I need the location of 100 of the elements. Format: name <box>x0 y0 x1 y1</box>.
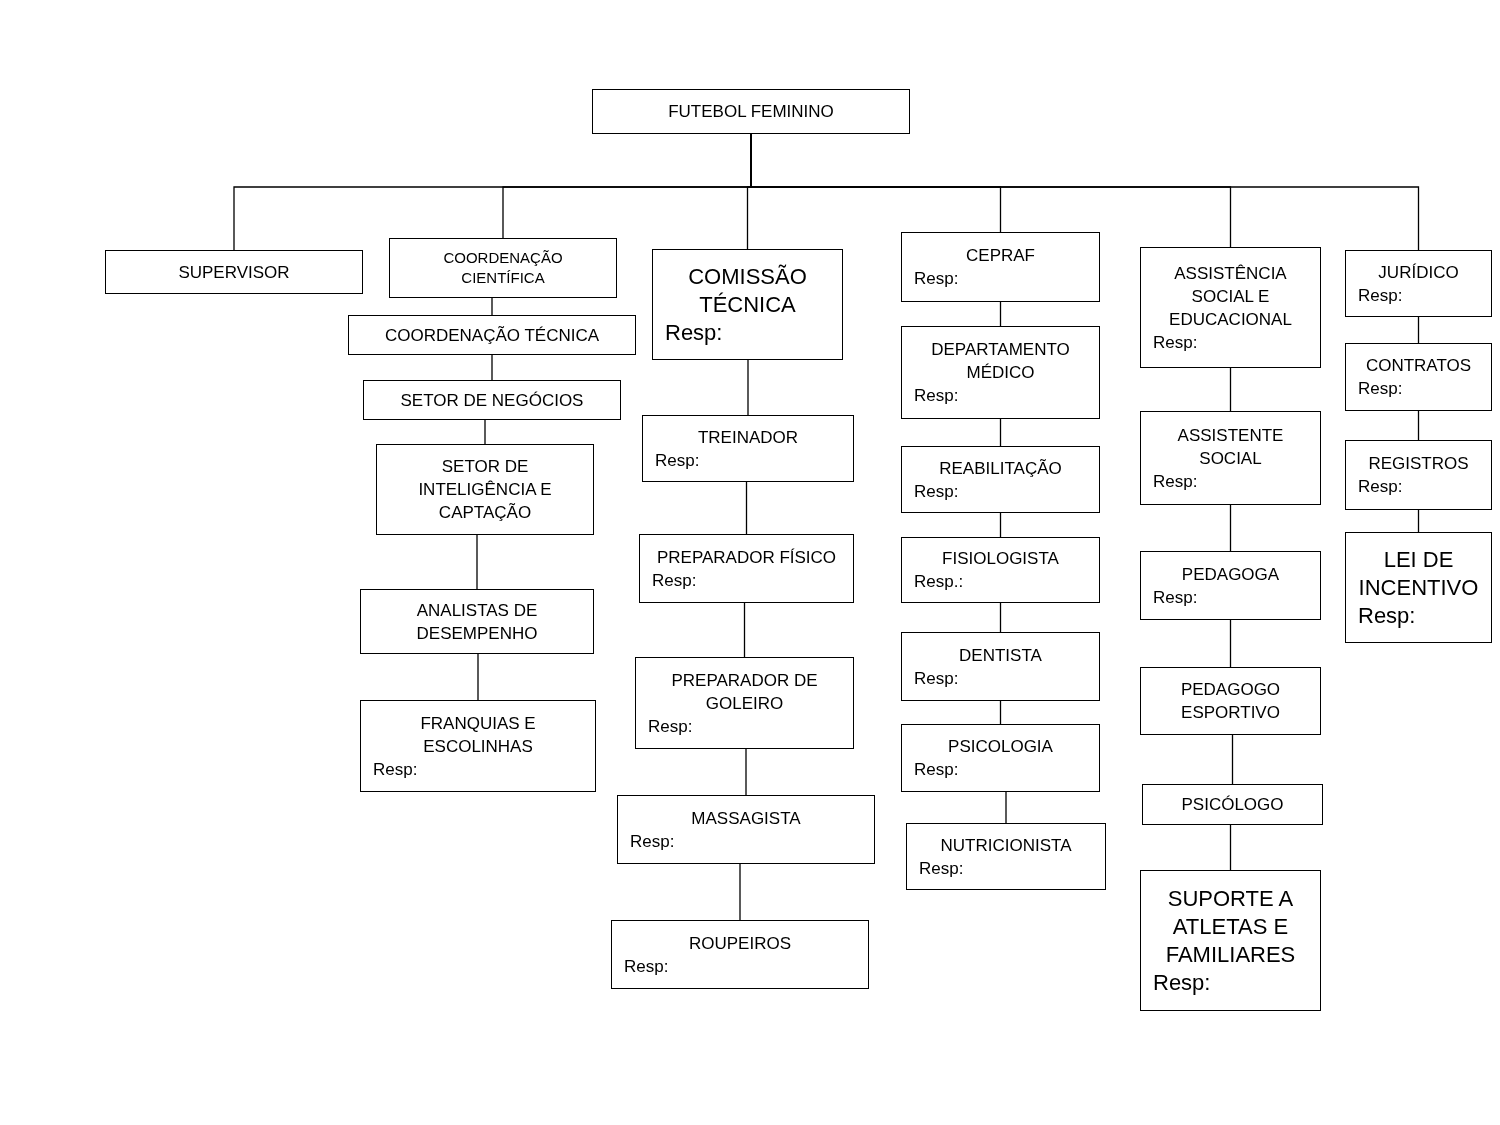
responsible-label: Resp: <box>624 955 670 978</box>
role-title: SETOR DE INTELIGÊNCIA E CAPTAÇÃO <box>417 456 553 524</box>
connector-line <box>1005 791 1007 824</box>
role-title: REABILITAÇÃO <box>938 457 1063 480</box>
org-box <box>901 537 1100 603</box>
connector-line <box>745 748 747 796</box>
role-title: SUPORTE A ATLETAS E FAMILIARES <box>1164 884 1297 969</box>
responsible-label: Resp: <box>665 318 724 347</box>
org-box <box>1140 411 1321 505</box>
connector-line <box>1417 509 1420 533</box>
org-box <box>348 315 636 355</box>
connector-line <box>999 301 1002 327</box>
connector-line <box>739 863 741 921</box>
responsible-label: Resp: <box>373 758 419 781</box>
connector-line <box>1229 504 1232 552</box>
org-box <box>1142 784 1323 825</box>
org-box <box>617 795 875 864</box>
org-box <box>1345 250 1492 317</box>
role-title: TREINADOR <box>696 426 800 449</box>
connector-line <box>999 418 1002 447</box>
connector-line <box>1231 734 1234 785</box>
connector-line <box>484 419 486 445</box>
role-title: ASSISTENTE SOCIAL <box>1176 424 1285 470</box>
role-title: DENTISTA <box>958 644 1043 667</box>
role-title: MASSAGISTA <box>690 807 802 830</box>
role-title: LEI DE INCENTIVO <box>1358 545 1479 602</box>
org-box <box>592 89 910 134</box>
role-title: REGISTROS <box>1367 453 1470 475</box>
connector-line <box>999 512 1002 538</box>
org-box <box>1140 551 1321 620</box>
role-title: SETOR DE NEGÓCIOS <box>399 389 585 412</box>
responsible-label: Resp.: <box>914 571 965 593</box>
responsible-label: Resp: <box>652 569 698 592</box>
org-box <box>1345 532 1492 643</box>
org-box <box>1345 440 1492 510</box>
responsible-label: Resp: <box>1358 476 1404 498</box>
role-title: ANALISTAS DE DESEMPENHO <box>415 599 539 645</box>
responsible-label: Resp: <box>655 449 701 472</box>
role-title: PSICÓLOGO <box>1180 794 1285 816</box>
role-title: ROUPEIROS <box>688 932 792 955</box>
org-box <box>1345 343 1492 411</box>
responsible-label: Resp: <box>919 857 965 880</box>
role-title: PREPARADOR FÍSICO <box>655 546 838 569</box>
org-box <box>1140 247 1321 368</box>
responsible-label: Resp: <box>1153 331 1199 354</box>
role-title: PEDAGOGA <box>1180 563 1281 586</box>
org-box <box>906 823 1106 890</box>
responsible-label: Resp: <box>914 480 960 503</box>
connector-line <box>1229 619 1232 668</box>
org-box <box>635 657 854 749</box>
org-box <box>901 724 1100 792</box>
connector-line <box>476 534 478 590</box>
org-box <box>1140 667 1321 735</box>
role-title: FUTEBOL FEMININO <box>667 101 835 123</box>
connector-line <box>1229 367 1232 412</box>
connector-line <box>999 700 1002 725</box>
connector-line <box>745 481 748 535</box>
connector-line <box>491 354 493 381</box>
role-title: COORDENAÇÃO TÉCNICA <box>383 324 601 347</box>
org-box <box>611 920 869 989</box>
connector-line <box>999 602 1002 633</box>
role-title: SUPERVISOR <box>177 261 291 284</box>
connector-line <box>743 602 746 658</box>
role-title: COMISSÃO TÉCNICA <box>687 262 808 319</box>
responsible-label: Resp: <box>648 715 694 738</box>
role-title: FISIOLOGISTA <box>941 548 1060 570</box>
org-box <box>360 589 594 654</box>
connector-line <box>1417 410 1420 441</box>
org-box <box>376 444 594 535</box>
connector-line <box>477 653 479 701</box>
org-box <box>389 238 617 298</box>
connector-line <box>1229 824 1232 871</box>
responsible-label: Resp: <box>1358 284 1404 307</box>
responsible-label: Resp: <box>1358 378 1404 400</box>
org-box <box>901 632 1100 701</box>
role-title: FRANQUIAS E ESCOLINHAS <box>419 712 537 758</box>
responsible-label: Resp: <box>914 268 960 290</box>
role-title: PEDAGOGO ESPORTIVO <box>1179 679 1282 724</box>
org-box <box>360 700 596 792</box>
role-title: NUTRICIONISTA <box>939 834 1073 857</box>
org-box <box>363 380 621 420</box>
responsible-label: Resp: <box>914 667 960 690</box>
role-title: ASSISTÊNCIA SOCIAL E EDUCACIONAL <box>1168 262 1293 331</box>
org-box <box>901 446 1100 513</box>
responsible-label: Resp: <box>914 759 960 781</box>
org-box <box>1140 870 1321 1011</box>
role-title: PSICOLOGIA <box>947 736 1054 758</box>
org-box <box>901 232 1100 302</box>
role-title: DEPARTAMENTO MÉDICO <box>930 339 1071 384</box>
role-title: CONTRATOS <box>1364 355 1473 377</box>
role-title: JURÍDICO <box>1377 261 1460 284</box>
role-title: PREPARADOR DE GOLEIRO <box>670 669 819 715</box>
responsible-label: Resp: <box>914 385 960 407</box>
responsible-label: Resp: <box>630 830 676 853</box>
connector-line <box>1417 316 1420 344</box>
connector-line <box>491 297 493 316</box>
responsible-label: Resp: <box>1153 586 1199 609</box>
responsible-label: Resp: <box>1153 968 1212 997</box>
org-box <box>652 249 843 360</box>
role-title: CEPRAF <box>965 245 1036 267</box>
